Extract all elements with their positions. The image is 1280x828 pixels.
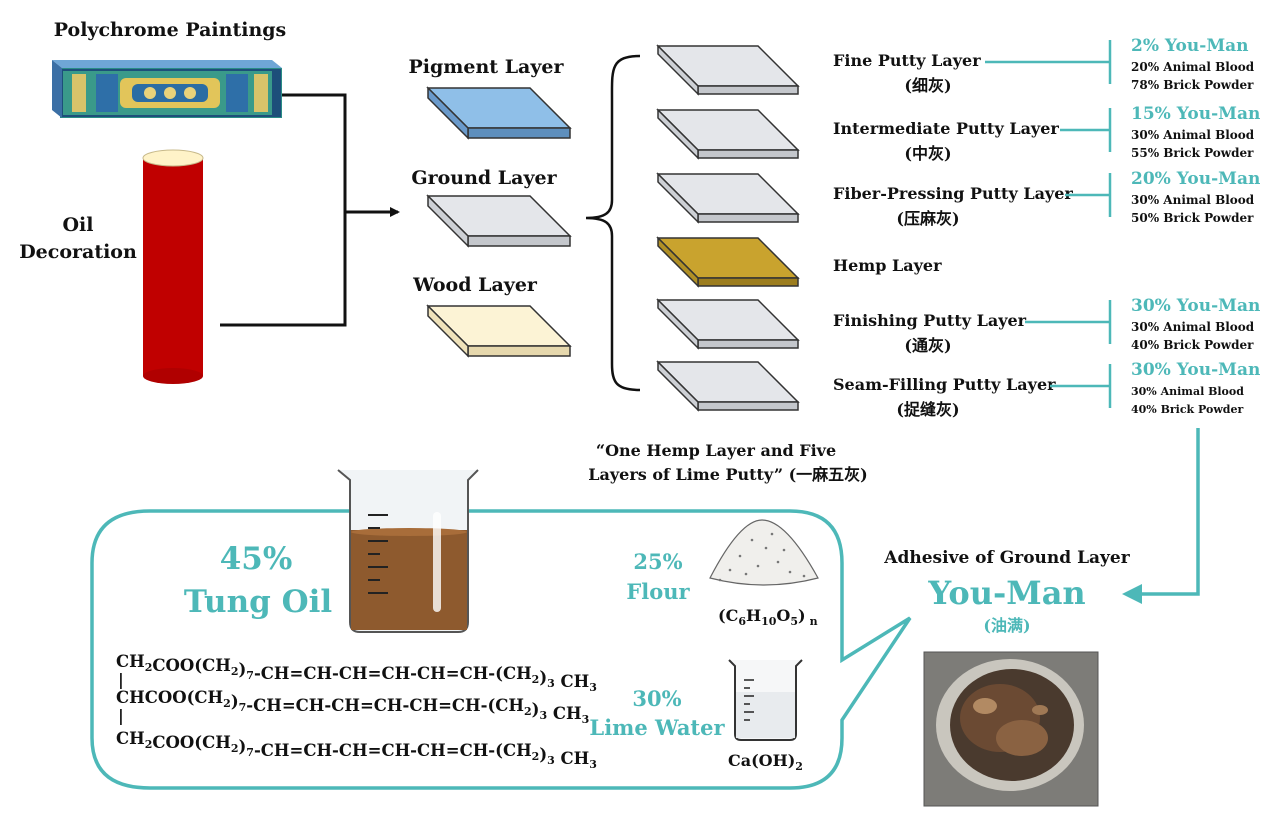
wood-layer-label: Wood Layer	[412, 274, 538, 296]
ground-slab	[426, 194, 572, 248]
sublayer-cn: (通灰)	[904, 336, 951, 355]
oil-label-2: Decoration	[19, 241, 137, 263]
pigment-slab	[426, 86, 572, 140]
left-connector	[220, 93, 400, 327]
teal-arrow	[1122, 428, 1200, 604]
sublayer-name: Fine Putty Layer	[833, 51, 981, 70]
sublayer-3: Hemp Layer	[656, 236, 942, 288]
adhesive-section: Adhesive of Ground Layer You-Man (油满)	[883, 548, 1131, 807]
sublayer-brick-pct: 55% Brick Powder	[1131, 146, 1254, 160]
you-man-title: You-Man	[927, 574, 1085, 612]
formula-bond: |	[118, 706, 124, 725]
lime-water-label: Lime Water	[589, 715, 725, 740]
sublayer-blood-pct: 30% Animal Blood	[1131, 320, 1255, 334]
flour-label: Flour	[626, 579, 690, 604]
sublayer-slab-side	[657, 360, 699, 412]
sublayer-slab-side	[657, 298, 699, 350]
tung-oil-beaker-icon	[337, 469, 479, 633]
tung-oil-formula: CH2COO(CH2)7-CH=CH-CH=CH-CH=CH-(CH2)3 CH…	[116, 652, 597, 771]
caption-line-1: “One Hemp Layer and Five	[596, 441, 836, 460]
sublayer-slab-side	[657, 172, 699, 224]
bubble-outline	[90, 509, 912, 790]
sublayer-slab-front	[697, 85, 799, 95]
flour-formula: (C6H10O5)n	[718, 606, 818, 628]
flour-percent: 25%	[633, 549, 682, 574]
oil-decoration-section: Oil Decoration	[19, 149, 204, 384]
sublayer-name: Hemp Layer	[833, 256, 942, 275]
sublayer-4: Finishing Putty Layer (通灰) 30% You-Man 30% …	[656, 296, 1260, 355]
sublayer-youman-pct: 30% You-Man	[1131, 360, 1260, 380]
lime-water-beaker-icon	[728, 659, 803, 741]
formula-row: CH2COO(CH2)7-CH=CH-CH=CH-CH=CH-(CH2)3 CH…	[116, 729, 597, 771]
adhesive-title: Adhesive of Ground Layer	[883, 548, 1130, 568]
you-man-cn: (油满)	[983, 616, 1030, 635]
ground-layer-label: Ground Layer	[411, 167, 557, 189]
oil-label-1: Oil	[63, 214, 94, 236]
caption: “One Hemp Layer and Five Layers of Lime …	[588, 441, 867, 484]
sublayer-youman-pct: 20% You-Man	[1131, 169, 1260, 189]
wood-slab	[426, 304, 572, 358]
sublayer-1: Intermediate Putty Layer (中灰) 15% You-Man 3…	[656, 104, 1260, 163]
tung-oil-percent: 45%	[220, 541, 293, 577]
polychrome-section: Polychrome Paintings	[52, 19, 286, 118]
red-column-icon	[142, 149, 204, 384]
sublayer-cn: (中灰)	[904, 144, 951, 163]
sublayer-brick-pct: 78% Brick Powder	[1131, 78, 1254, 92]
sublayer-2: Fiber-Pressing Putty Layer (压麻灰) 20% You-M…	[656, 169, 1260, 228]
formula-row: CH2COO(CH2)7-CH=CH-CH=CH-CH=CH-(CH2)3 CH…	[116, 652, 597, 694]
sublayer-cn: (捉缝灰)	[896, 400, 959, 419]
sublayer-youman-pct: 2% You-Man	[1131, 36, 1249, 56]
formula-bond: |	[118, 670, 124, 689]
middle-layers: Pigment Layer Ground Layer Wood Layer	[409, 56, 572, 358]
pigment-layer-label: Pigment Layer	[409, 56, 565, 78]
sublayer-name: Fiber-Pressing Putty Layer	[833, 184, 1073, 203]
sublayer-blood-pct: 20% Animal Blood	[1131, 60, 1255, 74]
you-man-photo	[923, 651, 1099, 807]
sublayer-slab-front	[697, 213, 799, 223]
sublayer-5: Seam-Filling Putty Layer (捉缝灰) 30% You-Man…	[656, 360, 1260, 419]
flour-pile-icon	[709, 519, 819, 586]
tung-oil-label: Tung Oil	[184, 584, 332, 620]
sublayer-brick-pct: 40% Brick Powder	[1131, 338, 1254, 352]
curly-brace	[585, 54, 641, 392]
sublayer-cn: (细灰)	[904, 76, 951, 95]
sublayer-cn: (压麻灰)	[896, 209, 959, 228]
sublayer-slab-front	[697, 149, 799, 159]
formula-row: CHCOO(CH2)7-CH=CH-CH=CH-CH=CH-(CH2)3 CH3	[116, 688, 589, 726]
lime-water-percent: 30%	[632, 686, 681, 711]
lime-formula: Ca(OH)2	[728, 751, 803, 773]
sublayer-stack: Fine Putty Layer (细灰) 2% You-Man 20% Animal…	[656, 36, 1260, 419]
sublayer-brick-pct: 40% Brick Powder	[1131, 403, 1243, 416]
sublayer-slab-side	[657, 108, 699, 160]
sublayer-slab-front	[697, 339, 799, 349]
sublayer-blood-pct: 30% Animal Blood	[1131, 128, 1255, 142]
sublayer-blood-pct: 30% Animal Blood	[1131, 193, 1255, 207]
sublayer-name: Finishing Putty Layer	[833, 311, 1027, 330]
sublayer-slab-front	[697, 277, 799, 287]
polychrome-beam-icon	[52, 60, 282, 118]
sublayer-name: Intermediate Putty Layer	[833, 119, 1059, 138]
composition-bubble: 45% Tung Oil 25% Flour (C6H10O5)n 30% Li…	[90, 469, 912, 790]
sublayer-slab-side	[657, 236, 699, 288]
sublayer-name: Seam-Filling Putty Layer	[833, 375, 1056, 394]
sublayer-slab-front	[697, 401, 799, 411]
sublayer-youman-pct: 30% You-Man	[1131, 296, 1260, 316]
sublayer-slab-side	[657, 44, 699, 96]
caption-line-2: Layers of Lime Putty” (一麻五灰)	[588, 465, 867, 484]
sublayer-blood-pct: 30% Animal Blood	[1131, 385, 1244, 398]
sublayer-0: Fine Putty Layer (细灰) 2% You-Man 20% Animal…	[656, 36, 1255, 96]
polychrome-label: Polychrome Paintings	[54, 19, 287, 41]
sublayer-youman-pct: 15% You-Man	[1131, 104, 1260, 124]
sublayer-brick-pct: 50% Brick Powder	[1131, 211, 1254, 225]
